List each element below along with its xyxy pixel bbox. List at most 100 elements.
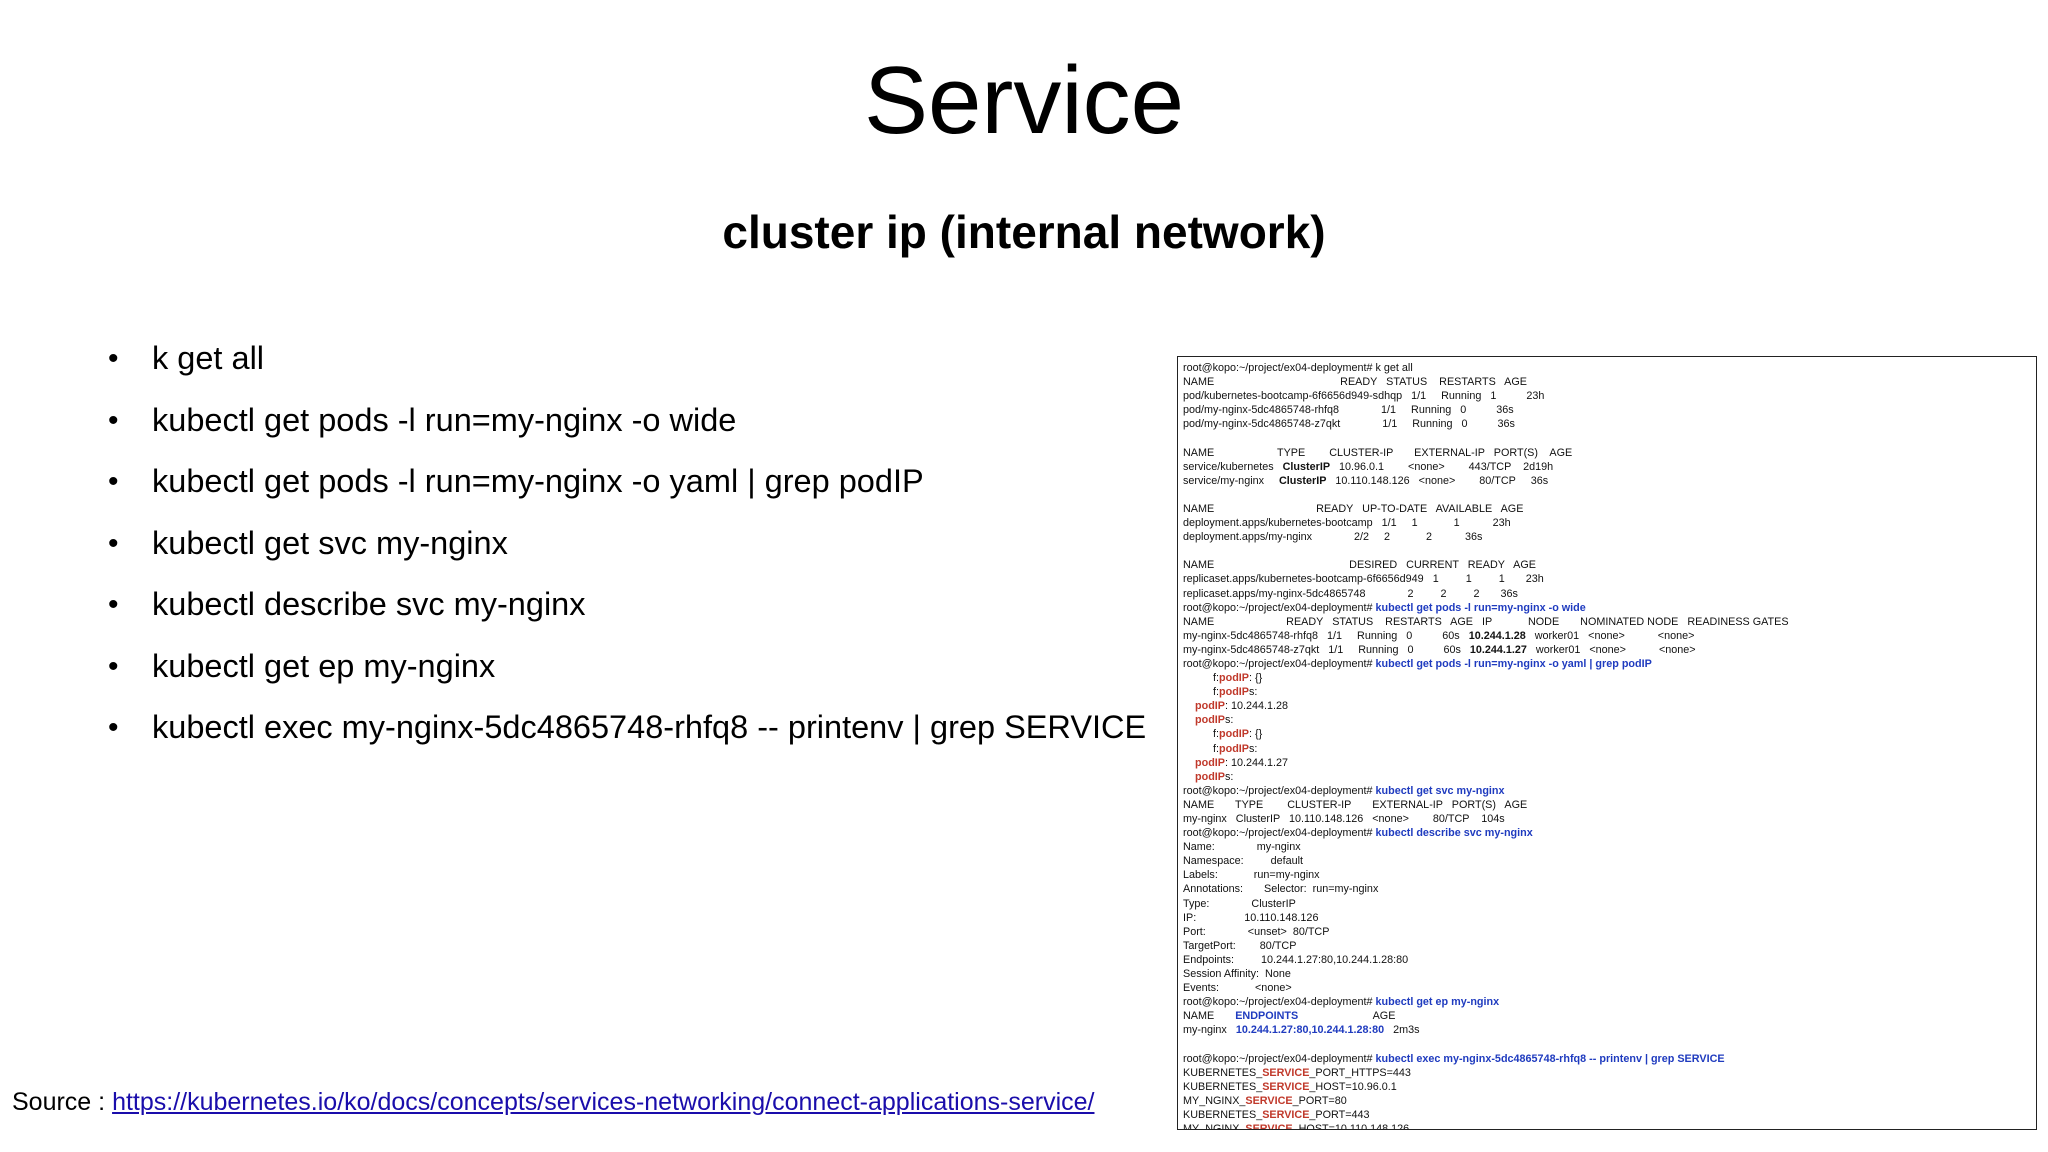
terminal-line: service/kubernetes ClusterIP 10.96.0.1 <… <box>1183 460 2030 474</box>
terminal-line <box>1183 1038 2030 1052</box>
terminal-highlight: podIP <box>1219 686 1249 699</box>
terminal-line: NAME READY STATUS RESTARTS AGE <box>1183 375 2030 389</box>
terminal-line: Name: my-nginx <box>1183 840 2030 854</box>
terminal-text: _PORT_HTTPS=443 <box>1309 1066 1411 1079</box>
terminal-text <box>1183 700 1195 712</box>
terminal-text: NAME <box>1183 1010 1236 1023</box>
terminal-highlight: SERVICE <box>1262 1080 1310 1093</box>
terminal-text: IP: 10.110.148.126 <box>1183 911 1319 924</box>
terminal-line: pod/kubernetes-bootcamp-6f6656d949-sdhqp… <box>1183 389 2030 403</box>
terminal-highlight: podIP <box>1195 700 1225 713</box>
terminal-line: f:podIPs: <box>1183 742 2030 756</box>
bullet-item: • kubectl get pods -l run=my-nginx -o yam… <box>108 451 1146 513</box>
terminal-text: MY_NGINX_ <box>1183 1123 1246 1130</box>
terminal-line: my-nginx-5dc4865748-rhfq8 1/1 Running 0 … <box>1183 629 2030 643</box>
bullet-icon: • <box>108 342 119 375</box>
terminal-line: Events: <none> <box>1183 981 2030 995</box>
terminal-line: root@kopo:~/project/ex04-deployment# kub… <box>1183 995 2030 1009</box>
terminal-highlight: SERVICE <box>1262 1108 1310 1121</box>
terminal-text: root@kopo:~/project/ex04-deployment# <box>1183 1052 1376 1065</box>
terminal-text: KUBERNETES_ <box>1183 1108 1263 1121</box>
terminal-text: my-nginx <box>1183 1024 1236 1037</box>
terminal-line: podIPs: <box>1183 713 2030 727</box>
terminal-text: : {} <box>1249 728 1263 741</box>
terminal-highlight: kubectl exec my-nginx-5dc4865748-rhfq8 -… <box>1375 1052 1725 1065</box>
terminal-line: root@kopo:~/project/ex04-deployment# kub… <box>1183 601 2030 615</box>
terminal-text: f: <box>1183 742 1219 755</box>
terminal-text: NAME DESIRED CURRENT READY AGE <box>1183 559 1536 572</box>
terminal-text <box>1183 757 1195 769</box>
terminal-text: AGE <box>1298 1010 1396 1023</box>
terminal-text: worker01 <none> <none> <box>1526 643 1696 656</box>
bullet-text: kubectl exec my-nginx-5dc4865748-rhfq8 -… <box>152 709 1147 745</box>
source-citation: Source : https://kubernetes.io/ko/docs/c… <box>12 1088 1094 1117</box>
terminal-highlight: kubectl get pods -l run=my-nginx -o yaml… <box>1375 657 1652 670</box>
terminal-text: NAME TYPE CLUSTER-IP EXTERNAL-IP PORT(S)… <box>1183 446 1573 459</box>
bullet-item: • kubectl get ep my-nginx <box>108 636 1146 698</box>
terminal-highlight: podIP <box>1195 770 1225 783</box>
terminal-line: KUBERNETES_SERVICE_HOST=10.96.0.1 <box>1183 1080 2030 1094</box>
terminal-line: KUBERNETES_SERVICE_PORT=443 <box>1183 1108 2030 1122</box>
terminal-text: KUBERNETES_ <box>1183 1066 1263 1079</box>
bullet-item: • kubectl exec my-nginx-5dc4865748-rhfq8 … <box>108 697 1146 759</box>
terminal-text: KUBERNETES_ <box>1183 1080 1263 1093</box>
terminal-highlight: kubectl get pods -l run=my-nginx -o wide <box>1375 601 1586 614</box>
slide-subtitle: cluster ip (internal network) <box>722 206 1326 258</box>
terminal-text: _PORT=80 <box>1292 1094 1347 1107</box>
terminal-line: podIPs: <box>1183 770 2030 784</box>
terminal-text: 10.96.0.1 <none> 443/TCP 2d19h <box>1330 460 1554 473</box>
terminal-line <box>1183 431 2030 445</box>
terminal-line: my-nginx ClusterIP 10.110.148.126 <none>… <box>1183 812 2030 826</box>
terminal-line: KUBERNETES_SERVICE_PORT_HTTPS=443 <box>1183 1066 2030 1080</box>
bullet-icon: • <box>108 711 119 744</box>
terminal-text: Type: ClusterIP <box>1183 897 1296 910</box>
terminal-text: service/my-nginx <box>1183 474 1279 487</box>
terminal-text: 10.110.148.126 <none> 80/TCP 36s <box>1326 474 1549 487</box>
terminal-line <box>1183 544 2030 558</box>
bullet-item: •kubectl get pods -l run=my-nginx -o wid… <box>108 390 1146 452</box>
terminal-line: podIP: 10.244.1.28 <box>1183 699 2030 713</box>
bullet-text: kubectl describe svc my-nginx <box>152 586 586 622</box>
terminal-text: NAME READY UP-TO-DATE AVAILABLE AGE <box>1183 502 1524 515</box>
terminal-line: MY_NGINX_SERVICE_HOST=10.110.148.126 <box>1183 1122 2030 1130</box>
terminal-line: root@kopo:~/project/ex04-deployment# k g… <box>1183 361 2030 375</box>
terminal-line: service/my-nginx ClusterIP 10.110.148.12… <box>1183 474 2030 488</box>
bullet-item: •kubectl get svc my-nginx <box>108 513 1146 575</box>
terminal-highlight: SERVICE <box>1245 1094 1293 1107</box>
terminal-line: NAME TYPE CLUSTER-IP EXTERNAL-IP PORT(S)… <box>1183 446 2030 460</box>
bullet-icon: • <box>108 465 119 498</box>
terminal-highlight: podIP <box>1219 728 1249 741</box>
terminal-text: pod/kubernetes-bootcamp-6f6656d949-sdhqp… <box>1183 390 1545 403</box>
terminal-screenshot: root@kopo:~/project/ex04-deployment# k g… <box>1177 356 2037 1130</box>
terminal-text: Session Affinity: None <box>1183 968 1291 981</box>
terminal-text: service/kubernetes <box>1183 460 1283 473</box>
bullet-text: k get all <box>152 340 265 376</box>
terminal-highlight: ClusterIP <box>1282 460 1331 473</box>
source-link[interactable]: https://kubernetes.io/ko/docs/concepts/s… <box>112 1088 1095 1116</box>
terminal-highlight: podIP <box>1219 742 1249 755</box>
terminal-text: Events: <none> <box>1183 982 1292 995</box>
terminal-line: Endpoints: 10.244.1.27:80,10.244.1.28:80 <box>1183 953 2030 967</box>
terminal-text: : {} <box>1249 672 1263 685</box>
terminal-text: TargetPort: 80/TCP <box>1183 939 1297 952</box>
bullet-item: • k get all <box>108 328 1146 390</box>
terminal-highlight: ENDPOINTS <box>1235 1010 1299 1023</box>
terminal-line: pod/my-nginx-5dc4865748-rhfq8 1/1 Runnin… <box>1183 403 2030 417</box>
bullet-icon: • <box>108 649 119 683</box>
terminal-text: Port: <unset> 80/TCP <box>1183 925 1330 938</box>
terminal-text: _HOST=10.96.0.1 <box>1309 1080 1397 1093</box>
terminal-line: replicaset.apps/my-nginx-5dc4865748 2 2 … <box>1183 587 2030 601</box>
terminal-line: Session Affinity: None <box>1183 967 2030 981</box>
terminal-text: : 10.244.1.28 <box>1225 700 1289 713</box>
terminal-highlight: 10.244.1.27 <box>1469 643 1527 656</box>
terminal-line: f:podIP: {} <box>1183 671 2030 685</box>
bullet-text: kubectl get svc my-nginx <box>152 524 508 561</box>
terminal-text: _HOST=10.110.148.126 <box>1292 1123 1410 1130</box>
terminal-text: s: <box>1249 686 1258 699</box>
bullet-text: kubectl get ep my-nginx <box>152 647 496 684</box>
terminal-line: Namespace: default <box>1183 854 2030 868</box>
terminal-line <box>1183 488 2030 502</box>
terminal-text: s: <box>1225 714 1234 727</box>
terminal-line: NAME DESIRED CURRENT READY AGE <box>1183 558 2030 572</box>
bullet-text: kubectl get pods -l run=my-nginx -o yaml… <box>152 463 924 499</box>
